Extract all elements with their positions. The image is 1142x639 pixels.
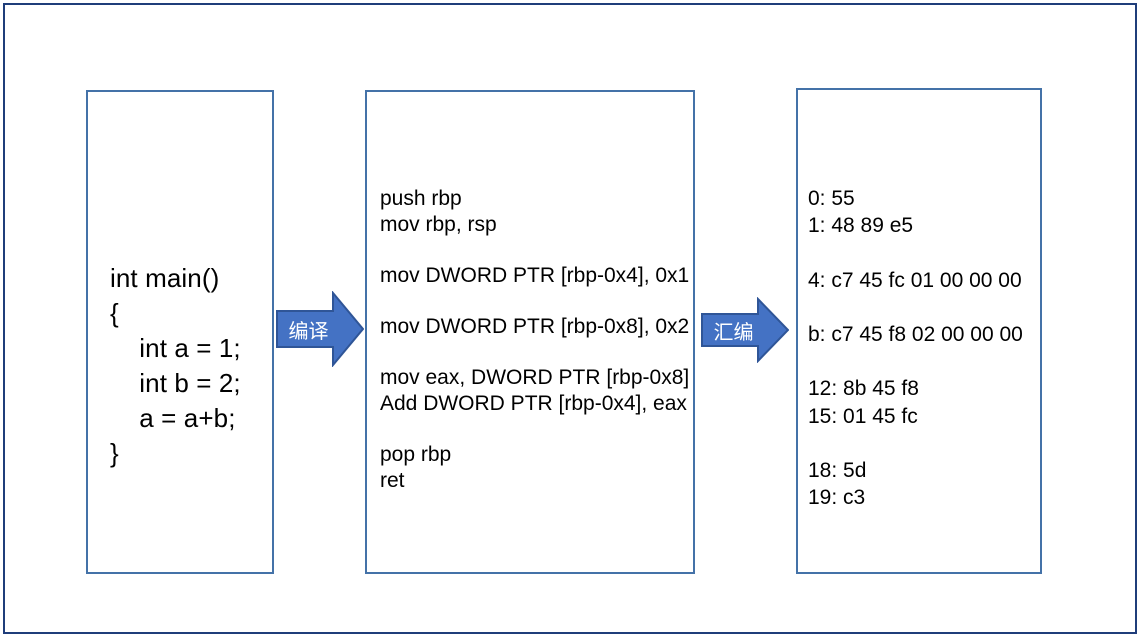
assembly-code-text: push rbp mov rbp, rsp mov DWORD PTR [rbp… xyxy=(380,187,690,492)
source-code-text: int main() { int a = 1; int b = 2; a = a… xyxy=(110,263,241,468)
right-arrow-icon xyxy=(701,297,789,363)
source-code-box: int main() { int a = 1; int b = 2; a = a… xyxy=(86,90,274,574)
right-arrow-icon xyxy=(276,291,364,367)
assemble-arrow: 汇编 xyxy=(701,297,789,363)
machine-code-text: 0: 55 1: 48 89 e5 4: c7 45 fc 01 00 00 0… xyxy=(808,187,1023,510)
compile-arrow: 编译 xyxy=(276,291,364,367)
assembly-code-box: push rbp mov rbp, rsp mov DWORD PTR [rbp… xyxy=(365,90,695,574)
machine-code-box: 0: 55 1: 48 89 e5 4: c7 45 fc 01 00 00 0… xyxy=(796,88,1042,574)
